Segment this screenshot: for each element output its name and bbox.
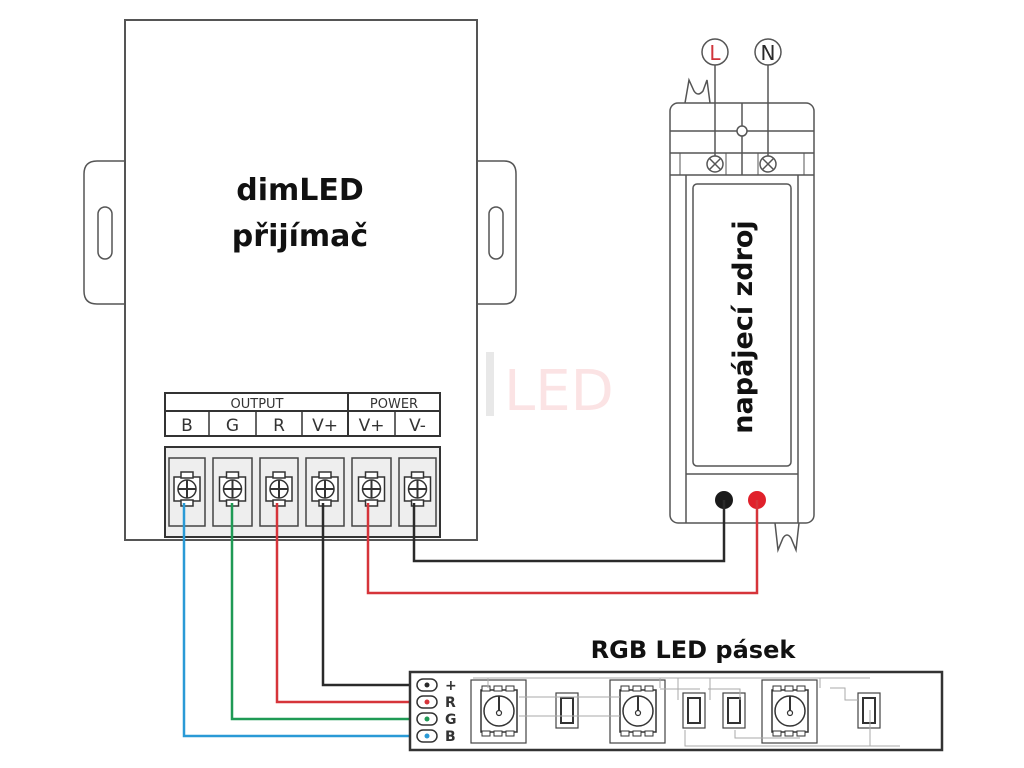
terminal-label: B: [181, 416, 193, 436]
input-L-label: L: [709, 41, 721, 65]
receiver-title-line1: dimLED: [236, 173, 364, 208]
strip-pad: +: [416, 678, 457, 694]
led-chip: [609, 679, 666, 744]
led-chip: [761, 679, 818, 744]
strip-pad-label: B: [445, 729, 456, 745]
screw-terminal: [398, 457, 437, 527]
power-group-label: POWER: [370, 397, 418, 412]
power-supply-unit: napájecí zdroj L N: [669, 38, 815, 553]
output-group-label: OUTPUT: [231, 397, 284, 412]
led-chip: [470, 679, 527, 744]
left-mount-slot: [97, 206, 113, 260]
resistor: [555, 692, 579, 729]
screw-terminal: [259, 457, 299, 527]
strip-traces: [473, 677, 900, 747]
input-L-badge: [701, 38, 729, 66]
psu-title: napájecí zdroj: [728, 220, 759, 433]
led-strip-title: RGB LED pásek: [591, 636, 797, 664]
bottom-mount-tab: [774, 522, 800, 553]
screw-N: [759, 155, 777, 173]
psu-label-panel: [692, 183, 792, 467]
wire-output-red: [275, 503, 428, 704]
watermark-right: LED: [504, 359, 614, 424]
resistor: [857, 692, 881, 729]
input-N-badge: [754, 38, 782, 66]
indicator-led: [736, 125, 748, 137]
strip-pad: G: [416, 712, 457, 728]
screw-L: [706, 155, 724, 173]
resistor: [682, 692, 706, 729]
screw-terminal: [305, 457, 345, 527]
wire-output-vplus: [321, 503, 428, 687]
wire-power-positive: [366, 500, 759, 595]
screw-terminal: [351, 457, 392, 527]
terminal-block: [164, 446, 441, 538]
strip-pad: B: [416, 729, 456, 745]
screw-terminal: [168, 457, 206, 527]
strip-pad: R: [416, 695, 456, 711]
strip-pad-label: G: [445, 712, 457, 728]
right-mounting-ear: [476, 160, 517, 305]
terminal-label: V+: [359, 416, 385, 436]
wire-output-blue: [182, 503, 428, 738]
wire-output-green: [230, 503, 428, 721]
input-N-label: N: [761, 41, 776, 65]
terminal-label: V-: [409, 416, 426, 436]
top-mount-tab: [684, 77, 711, 104]
wire-power-negative: [412, 500, 726, 563]
receiver-unit: dimLED přijímač OUTPUT POWER B G R V+ V+ V-: [83, 19, 517, 541]
left-mounting-ear: [83, 160, 125, 305]
strip-pad-label: +: [445, 678, 457, 694]
terminal-label-table: OUTPUT POWER B G R V+ V+ V-: [164, 392, 441, 437]
strip-pad-label: R: [445, 695, 456, 711]
watermark-divider: [486, 352, 494, 416]
terminal-label: V+: [312, 416, 338, 436]
resistor: [722, 692, 746, 729]
terminal-label: R: [273, 416, 285, 436]
led-strip: RGB LED pásek +RGB: [408, 636, 944, 752]
terminal-label: G: [226, 416, 239, 436]
right-mount-slot: [488, 206, 504, 260]
receiver-title-line2: přijímač: [232, 219, 368, 254]
